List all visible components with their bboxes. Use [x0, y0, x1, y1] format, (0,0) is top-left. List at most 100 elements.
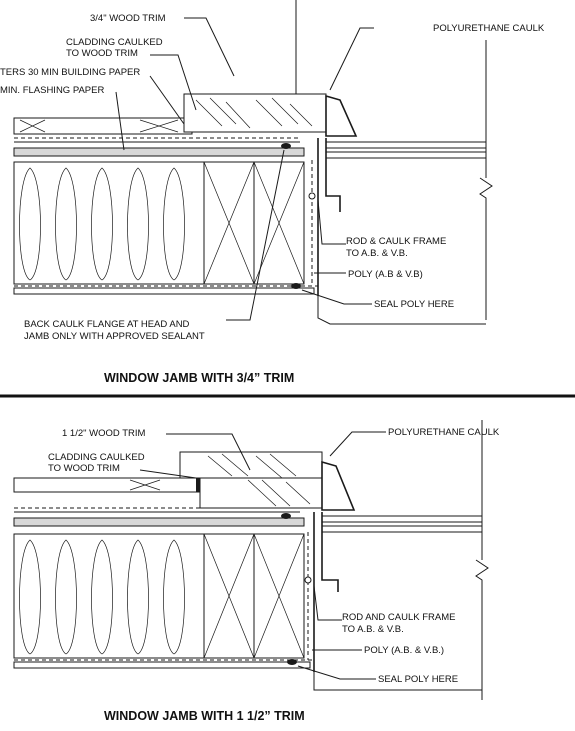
bottom-frame-return	[313, 672, 482, 691]
top-wood-trim	[183, 93, 327, 133]
bottom-wood-trim	[179, 451, 323, 509]
top-frame-return	[317, 296, 486, 325]
bottom-backer-rod	[304, 576, 312, 584]
bottom-studs	[203, 533, 305, 659]
top-batt-3	[91, 167, 113, 281]
bottom-batt-5	[163, 539, 185, 655]
bottom-cladding-cross-1	[129, 479, 161, 491]
label-wood-trim-top: 3/4" WOOD TRIM	[90, 13, 166, 24]
top-batt-5	[163, 167, 185, 281]
top-leader-cladding	[150, 54, 197, 111]
bottom-frame-rail-2	[321, 525, 483, 533]
label-polyurethane-caulk-bottom: POLYURETHANE CAULK	[388, 427, 500, 438]
top-frame-jamb	[317, 138, 341, 296]
label-back-caulk-1: BACK CAULK FLANGE AT HEAD AND	[24, 319, 190, 330]
top-wood-trim-board	[183, 93, 327, 133]
bottom-leader-cladding	[139, 469, 197, 479]
top-cladding-board	[13, 117, 193, 135]
label-rod-caulk-top-2: TO A.B. & V.B.	[346, 248, 408, 259]
label-cladding-caulked-bottom-2: TO WOOD TRIM	[48, 463, 120, 474]
label-rod-caulk-bottom-2: TO A.B. & V.B.	[342, 624, 404, 635]
top-sheathing	[13, 147, 305, 157]
bottom-drywall	[13, 661, 311, 669]
label-seal-poly-bottom: SEAL POLY HERE	[378, 674, 458, 685]
bottom-cladding-caulk	[196, 470, 202, 492]
bottom-wood-trim-upper	[179, 451, 323, 479]
bottom-sheathing	[13, 517, 305, 527]
top-detail: 3/4" WOOD TRIM POLYURETHANE CAULK CLADDI…	[0, 0, 545, 385]
bottom-wood-grain	[207, 453, 311, 507]
top-back-caulk-bead	[281, 143, 291, 149]
top-leader-rod	[317, 199, 346, 245]
bottom-frame-jamb	[313, 512, 339, 672]
bottom-leaders	[139, 431, 386, 680]
bottom-back-caulk-bead	[281, 513, 291, 519]
bottom-stud-2-cross	[253, 533, 305, 659]
top-cladding-cross-1	[19, 119, 46, 133]
top-frame-rail-1	[325, 141, 487, 149]
label-rod-caulk-top-1: ROD & CAULK FRAME	[346, 236, 446, 247]
top-leader-flashing	[115, 91, 125, 151]
top-stud-2-cross	[253, 161, 305, 285]
label-building-paper: TERS 30 MIN BUILDING PAPER	[0, 67, 140, 78]
bottom-leader-rod	[313, 585, 342, 621]
top-wall-layers	[13, 137, 305, 163]
bottom-window-frame	[313, 420, 489, 700]
bottom-frame-rail-1	[321, 515, 483, 523]
label-rod-caulk-bottom-1: ROD AND CAULK FRAME	[342, 612, 456, 623]
bottom-batt-1	[19, 539, 41, 655]
top-studs	[203, 161, 305, 285]
bottom-leader-wood-trim	[166, 433, 251, 471]
top-wood-grain	[195, 97, 313, 129]
top-leader-building-paper	[149, 75, 185, 125]
top-batt-2	[55, 167, 77, 281]
bottom-seal-bead	[287, 659, 297, 665]
label-poly-top: POLY (A.B & V.B)	[348, 269, 423, 280]
label-wood-trim-bottom: 1 1/2" WOOD TRIM	[62, 428, 146, 439]
bottom-wood-trim-lower	[199, 477, 323, 509]
label-poly-bottom: POLY (A.B. & V.B.)	[364, 645, 444, 656]
bottom-insulation	[13, 533, 205, 659]
top-batt-1	[19, 167, 41, 281]
bottom-wall-layers	[13, 507, 305, 535]
top-frame-rail-2	[325, 151, 487, 159]
bottom-interior-finish	[13, 513, 314, 669]
bottom-leader-seal	[297, 665, 376, 680]
top-stud-1-cross	[203, 161, 255, 285]
bottom-detail: 1 1/2" WOOD TRIM POLYURETHANE CAULK CLAD…	[13, 420, 500, 723]
bottom-leader-caulk	[329, 431, 386, 457]
top-leader-seal	[301, 289, 372, 305]
label-cladding-caulked-top-1: CLADDING CAULKED	[66, 37, 163, 48]
top-window-frame	[317, 40, 493, 325]
bottom-frame-break-line	[475, 420, 489, 700]
bottom-detail-title: WINDOW JAMB WITH 1 1/2” TRIM	[104, 709, 305, 723]
top-frame-break-line	[479, 40, 493, 320]
top-interior-finish	[13, 143, 318, 295]
bottom-batt-3	[91, 539, 113, 655]
bottom-stud-1-cross	[203, 533, 255, 659]
top-drywall	[13, 287, 315, 295]
label-polyurethane-caulk-top: POLYURETHANE CAULK	[433, 23, 545, 34]
label-cladding-caulked-bottom-1: CLADDING CAULKED	[48, 452, 145, 463]
bottom-stud-2	[253, 533, 305, 659]
label-back-caulk-2: JAMB ONLY WITH APPROVED SEALANT	[24, 331, 205, 342]
bottom-frame-nose	[321, 460, 356, 511]
label-seal-poly-top: SEAL POLY HERE	[374, 299, 454, 310]
top-leader-caulk	[329, 27, 374, 91]
top-detail-title: WINDOW JAMB WITH 3/4” TRIM	[104, 371, 294, 385]
top-leader-wood-trim	[184, 17, 235, 77]
top-backer-rod	[308, 192, 316, 200]
bottom-batt-4	[127, 539, 149, 655]
bottom-batt-2	[55, 539, 77, 655]
label-flashing-paper: MIN. FLASHING PAPER	[0, 85, 104, 96]
top-batt-4	[127, 167, 149, 281]
label-cladding-caulked-top-2: TO WOOD TRIM	[66, 48, 138, 59]
top-leader-back-caulk	[226, 149, 285, 321]
top-seal-bead	[291, 283, 301, 289]
top-cladding-cross-2	[139, 119, 179, 133]
top-leaders	[115, 17, 374, 321]
top-frame-nose	[325, 94, 358, 137]
top-insulation	[13, 161, 205, 285]
